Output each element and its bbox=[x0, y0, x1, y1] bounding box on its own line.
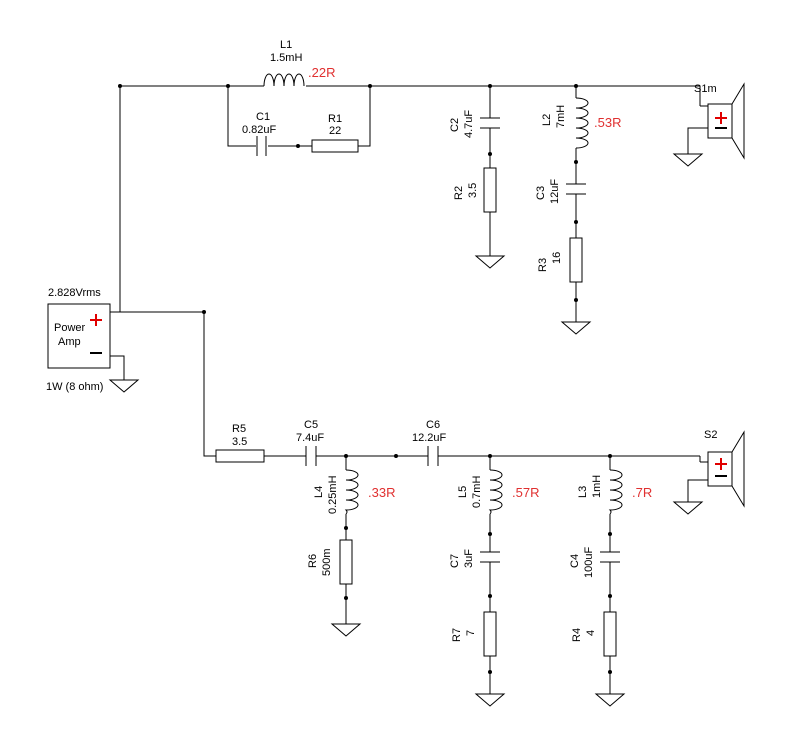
ground-icon bbox=[108, 379, 140, 393]
r3-value: 16 bbox=[551, 252, 563, 264]
capacitor-c2: C2 4.7uF bbox=[449, 110, 500, 138]
r2-name: R2 bbox=[453, 186, 465, 200]
c5-name: C5 bbox=[304, 419, 318, 431]
capacitor-c4: C4 100uF bbox=[569, 547, 620, 578]
resistor-r5: R5 3.5 bbox=[215, 423, 265, 463]
ground-icon bbox=[672, 501, 704, 515]
r1-name: R1 bbox=[328, 113, 342, 125]
r1-value: 22 bbox=[329, 125, 341, 137]
source-power: 1W (8 ohm) bbox=[46, 381, 103, 393]
c5-value: 7.4uF bbox=[296, 432, 324, 444]
l4-name: L4 bbox=[313, 486, 325, 498]
l2-resistance: .53R bbox=[594, 115, 621, 130]
c2-value: 4.7uF bbox=[463, 110, 475, 138]
inductor-l4: L4 0.25mH .33R bbox=[313, 469, 395, 515]
r7-value: 7 bbox=[465, 630, 477, 636]
inductor-l3: L3 1mH .7R bbox=[577, 469, 652, 515]
c7-value: 3uF bbox=[463, 549, 475, 568]
resistor-r3: R3 16 bbox=[537, 237, 583, 283]
r2-value: 3.5 bbox=[467, 183, 479, 198]
inductor-l5: L5 0.7mH .57R bbox=[457, 469, 539, 515]
l5-name: L5 bbox=[457, 486, 469, 498]
l2-value: 7mH bbox=[555, 105, 567, 128]
resistor-r2: R2 3.5 bbox=[453, 167, 497, 213]
l5-resistance: .57R bbox=[512, 485, 539, 500]
inductor-l2: L2 7mH .53R bbox=[541, 97, 621, 149]
inductor-l1: L1 1.5mH .22R bbox=[263, 39, 335, 87]
r4-name: R4 bbox=[571, 628, 583, 642]
source-voltage: 2.828Vrms bbox=[48, 287, 101, 299]
c6-value: 12.2uF bbox=[412, 432, 447, 444]
l5-value: 0.7mH bbox=[471, 476, 483, 508]
speaker-s2: S2 bbox=[700, 429, 745, 508]
power-amp-label-2: Amp bbox=[58, 336, 81, 348]
l4-resistance: .33R bbox=[368, 485, 395, 500]
ground-icon bbox=[560, 321, 592, 335]
l2-name: L2 bbox=[541, 114, 553, 126]
l3-resistance: .7R bbox=[632, 485, 652, 500]
power-amp-label-1: Power bbox=[54, 322, 86, 334]
c3-value: 12uF bbox=[549, 179, 561, 204]
l4-value: 0.25mH bbox=[327, 475, 339, 514]
c1-value: 0.82uF bbox=[242, 124, 277, 136]
l1-resistance: .22R bbox=[308, 65, 335, 80]
capacitor-c3: C3 12uF bbox=[535, 179, 586, 204]
resistor-r1: R1 22 bbox=[311, 113, 359, 153]
power-amp: Power Amp 2.828Vrms 1W (8 ohm) bbox=[46, 287, 111, 393]
c7-name: C7 bbox=[449, 554, 461, 568]
c4-name: C4 bbox=[569, 554, 581, 568]
plus-icon bbox=[90, 314, 102, 326]
r7-name: R7 bbox=[451, 628, 463, 642]
speaker-s1m-label: S1m bbox=[694, 83, 717, 95]
ground-icon bbox=[672, 153, 704, 167]
capacitor-c5: C5 7.4uF bbox=[296, 419, 324, 466]
resistor-r4: R4 4 bbox=[571, 611, 617, 657]
wires bbox=[110, 85, 701, 694]
speaker-s1m: S1m bbox=[694, 82, 745, 160]
capacitor-c1: C1 0.82uF bbox=[242, 111, 277, 156]
capacitor-c6: C6 12.2uF bbox=[412, 419, 447, 466]
resistor-r7: R7 7 bbox=[451, 611, 497, 657]
l1-name: L1 bbox=[280, 39, 292, 51]
ground-icon bbox=[474, 693, 506, 707]
r6-value: 500m bbox=[321, 548, 333, 576]
capacitor-c7: C7 3uF bbox=[449, 549, 500, 568]
plus-icon bbox=[715, 458, 727, 470]
r5-name: R5 bbox=[232, 423, 246, 435]
c6-name: C6 bbox=[426, 419, 440, 431]
plus-icon bbox=[715, 112, 727, 124]
c1-name: C1 bbox=[256, 111, 270, 123]
ground-icon bbox=[330, 623, 362, 637]
r3-name: R3 bbox=[537, 258, 549, 272]
l1-value: 1.5mH bbox=[270, 52, 302, 64]
resistor-r6: R6 500m bbox=[307, 539, 353, 585]
l3-value: 1mH bbox=[591, 475, 603, 498]
r5-value: 3.5 bbox=[232, 436, 247, 448]
r6-name: R6 bbox=[307, 554, 319, 568]
ground-icon bbox=[594, 693, 626, 707]
c2-name: C2 bbox=[449, 118, 461, 132]
ground-icon bbox=[474, 255, 506, 269]
l3-name: L3 bbox=[577, 486, 589, 498]
r4-value: 4 bbox=[585, 630, 597, 636]
c3-name: C3 bbox=[535, 186, 547, 200]
speaker-s2-label: S2 bbox=[704, 429, 717, 441]
junction-dots bbox=[118, 84, 612, 674]
c4-value: 100uF bbox=[583, 547, 595, 578]
